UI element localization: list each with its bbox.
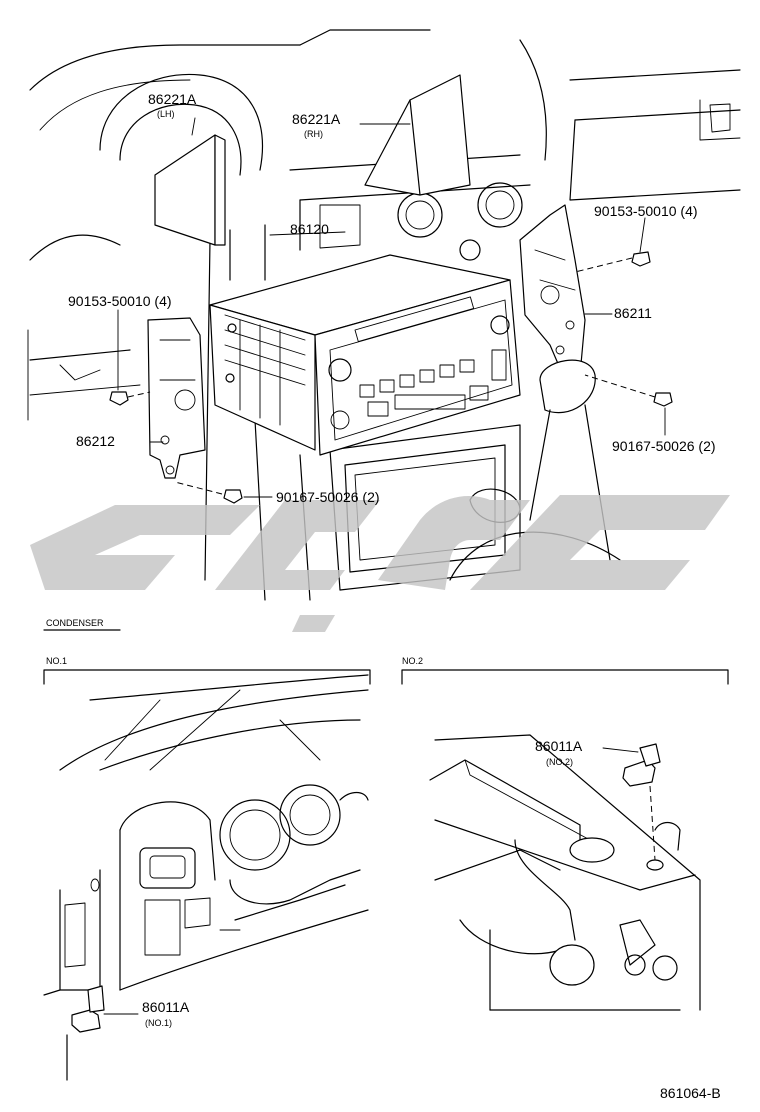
condenser-section	[43, 629, 729, 685]
bracket-left	[147, 317, 206, 479]
part-label-90167-lower-left: 90167-50026 (2)	[276, 489, 380, 505]
part-number: 86221A	[292, 111, 341, 127]
part-label-86221a-lh: 86221A (LH)	[148, 91, 197, 119]
screw-upper-left	[109, 391, 151, 406]
side-label: (RH)	[304, 129, 323, 139]
variant-label: (NO.1)	[145, 1018, 172, 1028]
bracket-right	[519, 204, 586, 381]
part-number: 86011A	[535, 738, 583, 754]
subsection-no2: NO.2	[402, 656, 423, 666]
bracket-lh	[154, 134, 226, 246]
part-label-86120: 86120	[290, 221, 329, 237]
section-title-condenser: CONDENSER	[46, 618, 104, 628]
bracket-rh	[364, 74, 471, 196]
screw-lower-left	[174, 481, 243, 504]
no2-console	[429, 734, 701, 1011]
part-label-86221a-rh: 86221A (RH)	[292, 111, 341, 139]
variant-label: (NO.2)	[546, 757, 573, 767]
condenser-no1-part	[66, 985, 139, 1081]
part-number: 86011A	[142, 999, 190, 1015]
part-label-86211: 86211	[614, 305, 652, 321]
side-label: (LH)	[157, 109, 175, 119]
radio-receiver	[209, 254, 521, 456]
screw-lower-right	[584, 374, 673, 407]
watermark-logo	[30, 495, 730, 632]
part-number: 86221A	[148, 91, 197, 107]
part-label-90167-lower-right: 90167-50026 (2)	[612, 438, 716, 454]
shift-knob	[449, 359, 621, 581]
part-label-90153-upper-left: 90153-50010 (4)	[68, 293, 172, 309]
screw-upper-right	[574, 251, 651, 273]
part-label-86011a-no2: 86011A (NO.2)	[535, 738, 583, 767]
part-label-86212: 86212	[76, 433, 115, 449]
diagram-code: 861064-B	[660, 1085, 721, 1101]
part-label-90153-upper-right: 90153-50010 (4)	[594, 203, 698, 219]
leader-lines	[117, 117, 666, 498]
condenser-no2-part	[602, 743, 661, 861]
part-label-86011a-no1: 86011A (NO.1)	[142, 999, 190, 1028]
subsection-no1: NO.1	[46, 656, 67, 666]
no1-dashboard	[43, 674, 369, 996]
